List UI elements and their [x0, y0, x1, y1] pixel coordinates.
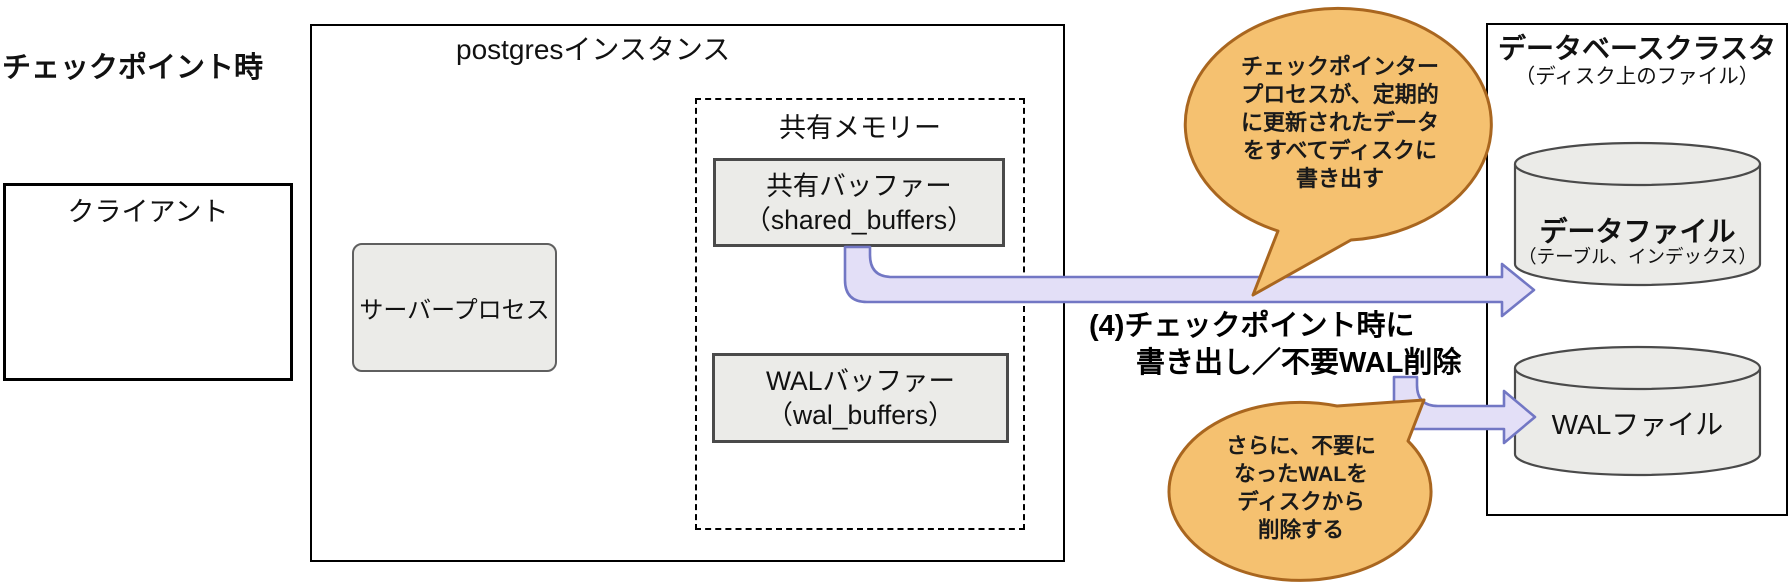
checkpoint-bubble-line: をすべてディスクに [1242, 138, 1438, 163]
database-cluster-title: データベースクラスタ [1497, 33, 1777, 64]
wal-cleanup-bubble-text: さらに、不要に なったWALを ディスクから 削除する [1161, 432, 1441, 544]
postgres-instance-title: postgresインスタンス [456, 34, 731, 65]
checkpoint-bubble-line: に更新されたデータ [1240, 110, 1439, 135]
diagram-title: チェックポイント時 [2, 52, 264, 84]
client-label: クライアント [67, 197, 229, 227]
caption-line-1: (4)チェックポイント時に [1089, 310, 1415, 342]
checkpoint-bubble-line: チェックポインター [1240, 54, 1439, 79]
wal-cleanup-bubble-line: 削除する [1257, 518, 1344, 542]
data-file-sublabel: （テーブル、インデックス） [1518, 246, 1757, 267]
wal-cleanup-bubble-line: ディスクから [1237, 490, 1365, 514]
wal-buffers-box: WALバッファー （wal_buffers） [712, 353, 1009, 443]
server-process-label: サーバープロセス [359, 297, 550, 324]
shared-buffers-box: 共有バッファー （shared_buffers） [713, 158, 1005, 247]
shared-buffers-param: （shared_buffers） [744, 204, 974, 235]
shared-buffers-label: 共有バッファー [766, 170, 952, 201]
wal-cleanup-bubble-line: さらに、不要に [1226, 434, 1376, 458]
caption-line-2: 書き出し／不要WAL削除 [1136, 347, 1462, 379]
wal-file-label: WALファイル [1551, 409, 1724, 440]
database-cluster-subtitle: （ディスク上のファイル） [1514, 65, 1760, 88]
checkpoint-bubble-text: チェックポインター プロセスが、定期的 に更新されたデータ をすべてディスクに … [1180, 53, 1500, 193]
checkpoint-bubble-line: プロセスが、定期的 [1241, 82, 1439, 107]
client-box [3, 183, 293, 381]
wal-buffers-label: WALバッファー [766, 366, 955, 396]
checkpoint-bubble-line: 書き出す [1295, 166, 1384, 191]
shared-memory-title: 共有メモリー [779, 113, 941, 143]
wal-buffers-param: （wal_buffers） [766, 400, 955, 430]
wal-cleanup-bubble-line: なったWALを [1234, 462, 1368, 486]
server-process-box: サーバープロセス [352, 243, 557, 372]
